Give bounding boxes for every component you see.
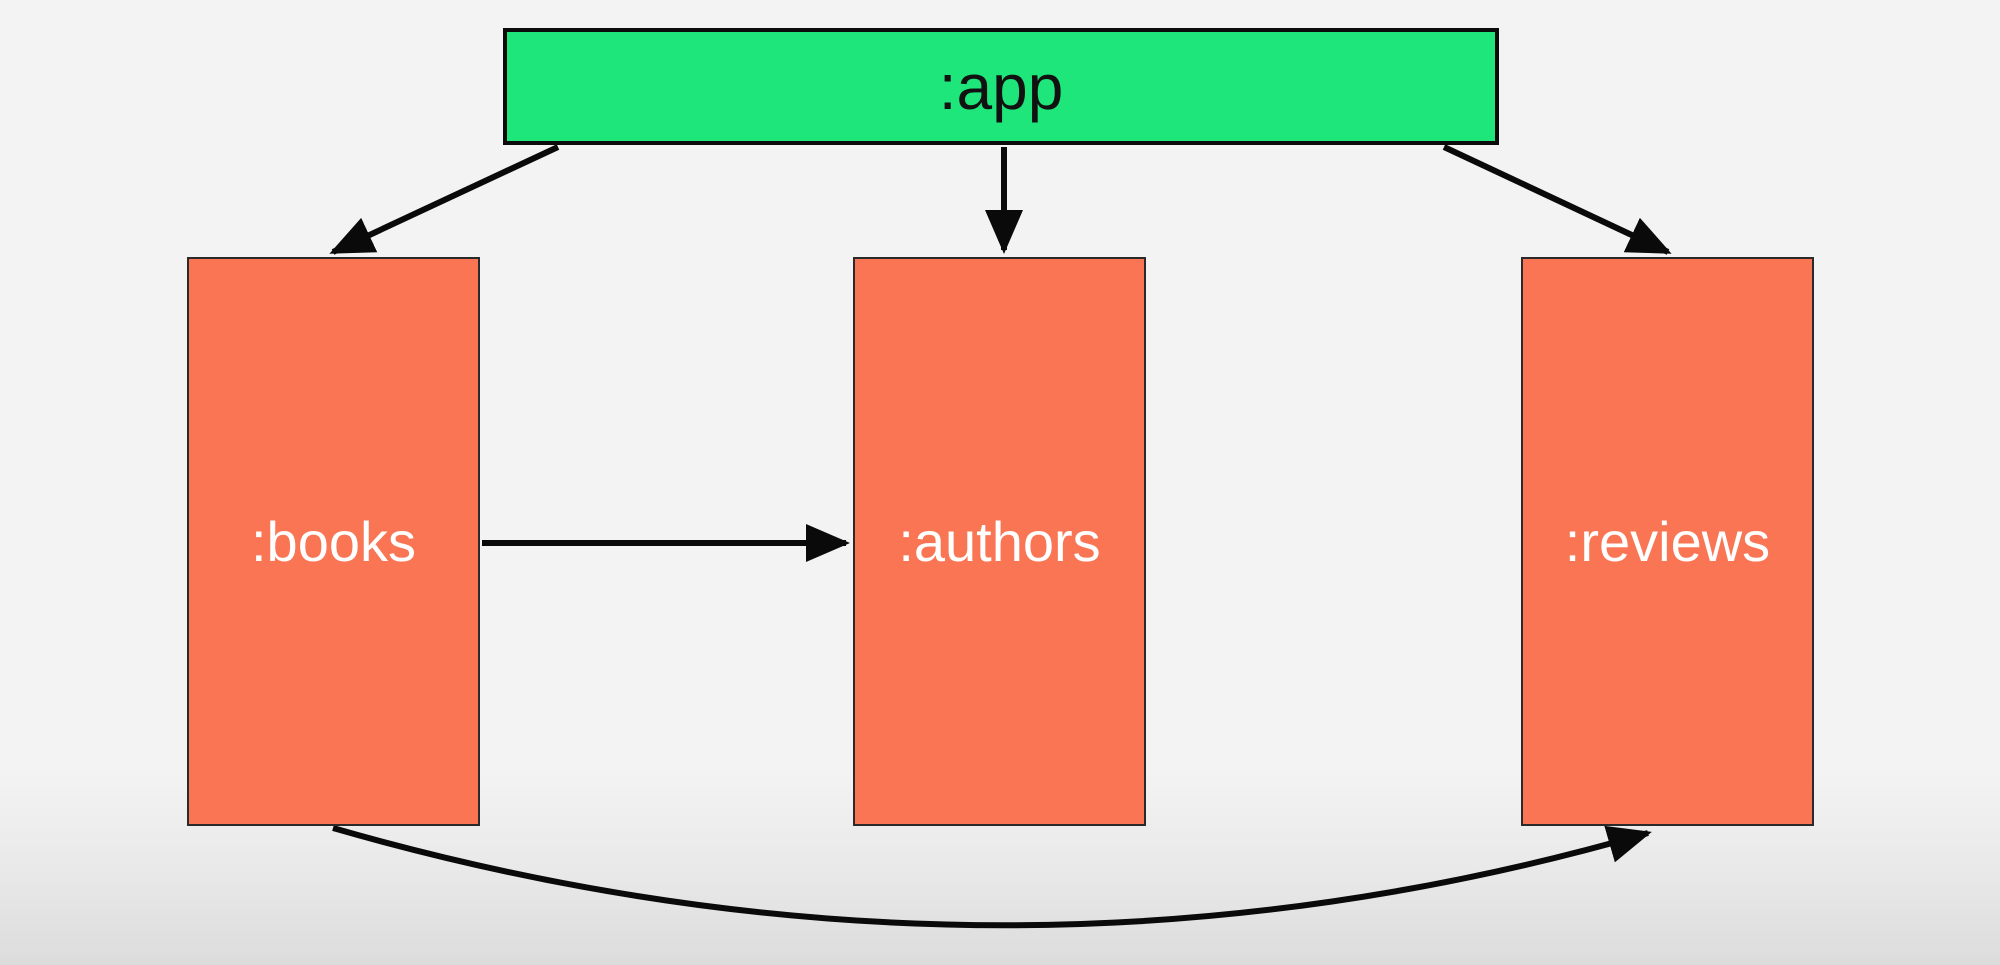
node-reviews-label: :reviews	[1564, 510, 1771, 573]
node-books-label: :books	[251, 510, 416, 573]
node-books: :books	[187, 257, 480, 826]
node-authors-label: :authors	[898, 510, 1101, 573]
edge-app-to-books	[329, 144, 560, 255]
node-app: :app	[503, 28, 1499, 145]
edge-app-to-reviews	[1442, 144, 1672, 255]
node-app-label: :app	[938, 50, 1064, 123]
node-authors: :authors	[853, 257, 1146, 826]
node-reviews: :reviews	[1521, 257, 1814, 826]
edge-books-to-reviews	[332, 825, 1652, 929]
